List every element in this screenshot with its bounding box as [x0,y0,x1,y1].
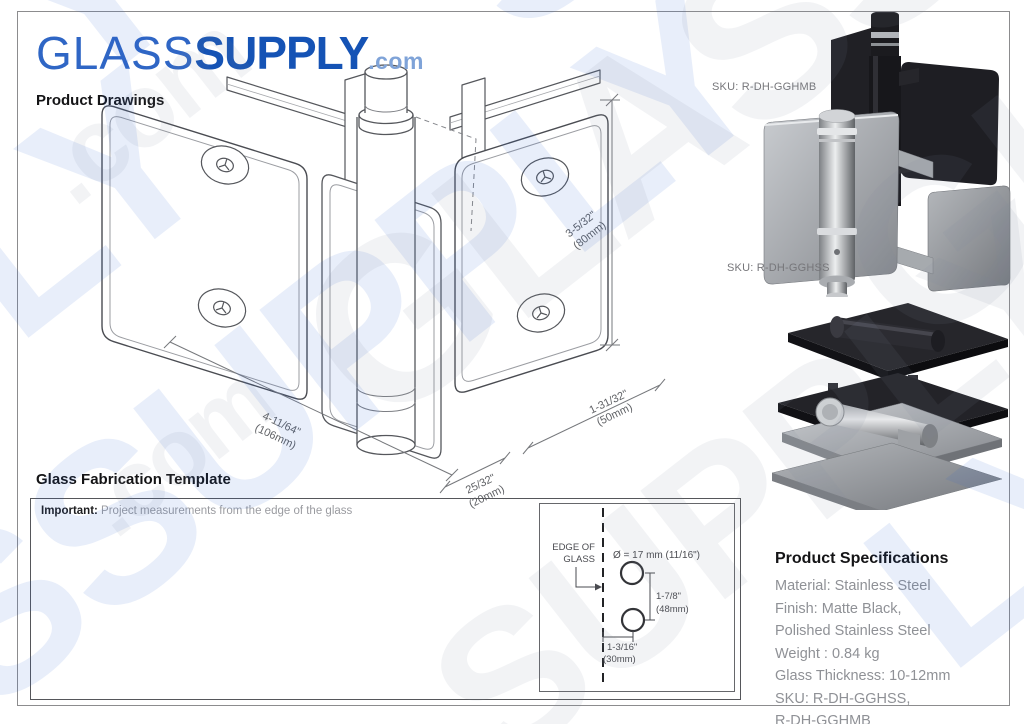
right-clamp-panel [454,114,609,393]
fabrication-note: Important: Project measurements from the… [41,505,352,517]
drill-hole [620,607,646,633]
hinge-technical-drawing: 3-5/32" (80mm) 4-11/64" (106mm) 1-31/32"… [101,64,666,511]
logo-supply: SUPPLY [194,27,369,79]
product-drawings-heading: Product Drawings [36,92,165,109]
stainless-hinge [763,109,1011,297]
left-glass-top-edge [226,76,364,133]
spec-glass-thickness: Glass Thickness: 10-12mm [775,668,951,684]
template-dimension-lines [575,567,655,642]
dimension-lines [163,93,666,494]
logo-com: .com [368,48,424,74]
screw-icon [520,157,570,197]
hole-spacing-label: 1-7/8" [656,591,681,602]
spec-sku: SKU: R-DH-GGHSS, [775,690,911,707]
fabrication-template-box: Important: Project measurements from the… [30,498,741,700]
edge-of-glass-label: EDGE OF [552,542,595,553]
hinge-barrel [356,64,477,456]
specifications-heading: Product Specifications [775,550,949,567]
drill-hole [619,560,645,586]
dim-depth-label: 1-31/32" (50mm) [588,388,635,429]
hole-diameter-label: Ø = 17 mm (11/16") [613,550,700,561]
product-specifications: Product Specifications Material: Stainle… [775,550,1011,724]
left-clamp-panel [101,105,308,400]
fabrication-note-label: Important: [41,505,98,517]
screw-icon [516,293,566,333]
arrow-icon [595,583,602,591]
edge-offset-mm-label: (30mm) [603,654,636,665]
spec-finish: Finish: Matte Black, [775,600,902,617]
fabrication-template-drawing: EDGE OF GLASS Ø = 17 mm (11/16") 1-7/8" … [539,503,735,692]
sku-label-matte-black: SKU: R-DH-GGHMB [712,81,817,93]
fabrication-note-text: Project measurements from the edge of th… [97,505,353,517]
product-photo-hinges-open [771,303,1008,510]
logo-glass: GLASS [36,27,195,79]
spec-material: Material: Stainless Steel [775,578,931,594]
dim-width-label: 4-11/64" (106mm) [253,410,302,452]
edge-of-glass-label: GLASS [563,554,595,565]
spec-finish-2: Polished Stainless Steel [775,623,931,639]
spec-weight: Weight : 0.84 kg [775,645,880,662]
hole-spacing-mm-label: (48mm) [656,604,689,615]
product-photo-hinges [763,12,1011,297]
fabrication-heading: Glass Fabrication Template [36,471,231,488]
screw-icon [197,288,247,328]
sku-label-stainless: SKU: R-DH-GGHSS [727,262,830,274]
glasssupply-logo: GLASSSUPPLY.com [36,26,424,80]
screw-icon [200,145,250,185]
stainless-hinge-open [771,397,1003,510]
spec-sku-2: R-DH-GGHMB [775,713,871,724]
edge-offset-label: 1-3/16" [607,642,637,653]
right-glass-top-edge [449,69,601,131]
